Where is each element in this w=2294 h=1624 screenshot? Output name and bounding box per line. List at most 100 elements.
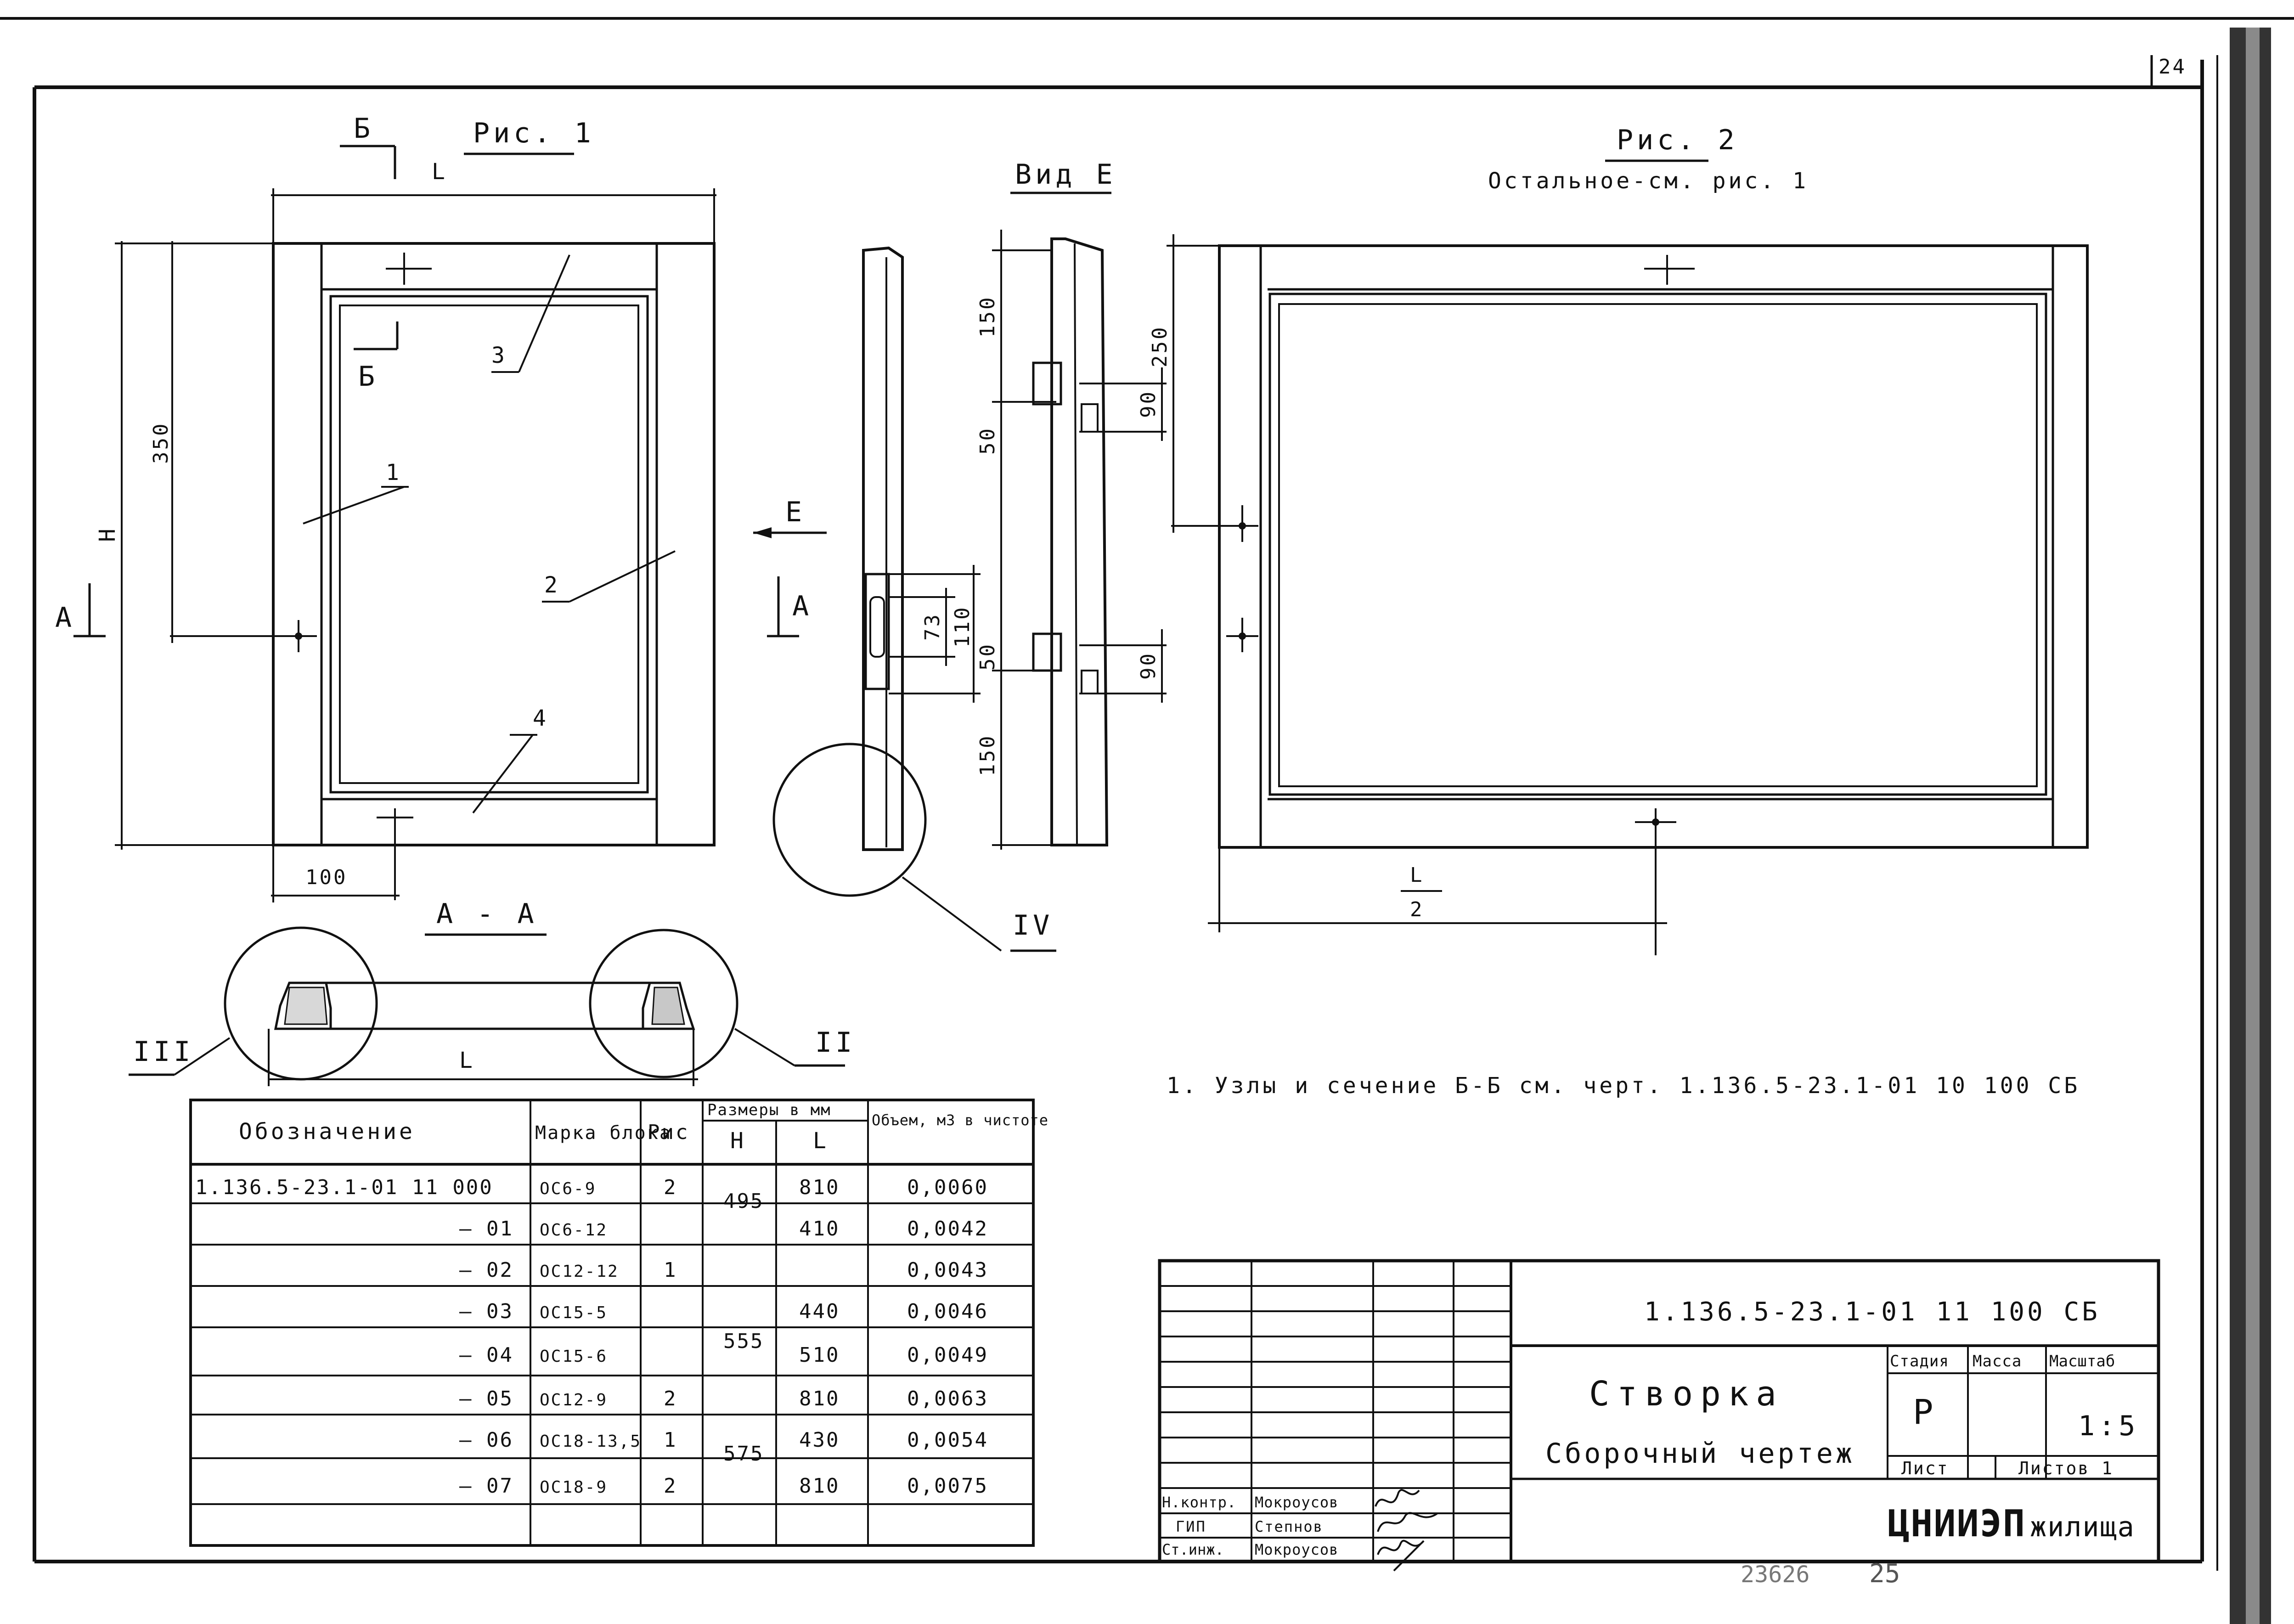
spec-header-sizes: Размеры в мм — [707, 1101, 831, 1119]
signer-name-2: Мокроусов — [1255, 1541, 1338, 1558]
spec-cell-mark-0: ОС6-9 — [540, 1179, 596, 1198]
spec-cell-h-4: 555 — [723, 1330, 764, 1353]
title-org: ЦНИИЭП — [1888, 1502, 2026, 1545]
title-scale-value: 1:5 — [2078, 1410, 2139, 1442]
spec-cell-volume-1: 0,0042 — [907, 1217, 988, 1241]
title-scale-label: Масштаб — [2049, 1352, 2115, 1370]
spec-table: Обозначение Марка блока Рис Размеры в мм… — [189, 1099, 1048, 1547]
title-stage-label: Стадия — [1890, 1352, 1949, 1370]
title-stage-value: Р — [1913, 1393, 1936, 1432]
fig1-dim-l-top: L — [432, 159, 448, 185]
fig2-title: Рис. 2 — [1617, 124, 1738, 156]
view-e-title: Вид Е — [1015, 158, 1116, 191]
view-e-dim-90-top: 90 — [1137, 390, 1160, 418]
spec-cell-fig-7: 2 — [664, 1474, 677, 1498]
view-e-dim-50-bottom: 50 — [976, 643, 999, 671]
fig1-callout-1: 1 — [386, 460, 402, 485]
fig2-dim-250: 250 — [1148, 326, 1172, 367]
section-aa-dim-l: L — [459, 1048, 475, 1073]
signer-role-1: ГИП — [1176, 1518, 1206, 1535]
spec-header-fig: Рис — [648, 1121, 689, 1144]
bottom-number-left: 23626 — [1741, 1561, 1810, 1588]
title-name-line2: Сборочный чертеж — [1545, 1438, 1855, 1470]
title-doc-code: 1.136.5-23.1-01 11 100 СБ — [1644, 1297, 2100, 1327]
view-e-dim-90-bottom: 90 — [1137, 652, 1160, 680]
spec-cell-volume-0: 0,0060 — [907, 1176, 988, 1199]
signature-2 — [1377, 1539, 1425, 1572]
view-e-node-iv: IV — [1013, 909, 1053, 942]
signature-1 — [1377, 1512, 1438, 1532]
spec-cell-h-0: 495 — [723, 1190, 764, 1213]
spec-cell-volume-7: 0,0075 — [907, 1474, 988, 1498]
spec-cell-designation-0: 1.136.5-23.1-01 11 000 — [195, 1176, 493, 1199]
spec-cell-fig-0: 2 — [664, 1176, 677, 1199]
view-e-dim-150-top: 150 — [976, 296, 999, 338]
section-aa-node-ii: II — [815, 1026, 856, 1059]
spec-header-volume: Объем, м3 в чистоте — [872, 1111, 1048, 1129]
spec-cell-volume-3: 0,0046 — [907, 1300, 988, 1323]
spec-header-h: H — [730, 1128, 746, 1154]
view-e-dim-73: 73 — [921, 613, 944, 641]
section-a-a: А - А L III II — [129, 898, 856, 1086]
spec-cell-fig-5: 2 — [664, 1387, 677, 1410]
spec-cell-designation-1: — 01 — [459, 1217, 513, 1241]
fig1-callout-2: 2 — [544, 572, 560, 598]
sheet-frame — [0, 17, 2294, 1624]
spec-cell-mark-6: ОС18-13,5 — [540, 1432, 642, 1451]
figure-1: Рис. 1 Б L Б H 350 — [55, 113, 716, 902]
spec-cell-h-6: 575 — [723, 1442, 764, 1466]
title-org-suffix: жилища — [2030, 1511, 2135, 1543]
view-e-dim-50-top: 50 — [976, 427, 999, 455]
fig1-section-b-inner: Б — [358, 361, 378, 393]
spec-cell-mark-7: ОС18-9 — [540, 1478, 608, 1497]
spec-cell-volume-4: 0,0049 — [907, 1343, 988, 1367]
spec-cell-volume-5: 0,0063 — [907, 1387, 988, 1410]
section-aa-title: А - А — [436, 898, 538, 930]
view-e-arrow-label: Е — [785, 496, 806, 528]
spec-rows: 1.136.5-23.1-01 11 000 ОС6-9 2 495 810 0,0060… — [195, 1176, 988, 1498]
spec-cell-l-6: 430 — [799, 1428, 840, 1452]
spec-cell-fig-2: 1 — [664, 1258, 677, 1282]
fig2-subtitle: Остальное-см. рис. 1 — [1488, 168, 1809, 194]
general-note: 1. Узлы и сечение Б-Б см. черт. 1.136.5-… — [1167, 1073, 2080, 1099]
signer-name-0: Мокроусов — [1255, 1494, 1338, 1511]
view-e-section-a: А — [792, 590, 812, 622]
binding-strip-edge — [2246, 28, 2260, 1624]
fig1-callout-4: 4 — [533, 705, 549, 731]
spec-cell-designation-7: — 07 — [459, 1474, 513, 1498]
figure-2: Рис. 2 Остальное-см. рис. 1 250 L 2 — [1148, 124, 2089, 955]
fig1-section-b-top: Б — [354, 113, 374, 145]
section-aa-node-iii: III — [133, 1036, 194, 1068]
fig1-callout-3: 3 — [491, 343, 507, 368]
spec-header-designation: Обозначение — [239, 1119, 415, 1145]
signature-0 — [1375, 1489, 1420, 1507]
signer-role-2: Ст.инж. — [1162, 1541, 1224, 1558]
title-mass-label: Масса — [1973, 1352, 2022, 1370]
title-sheets-label: Листов 1 — [2018, 1458, 2114, 1478]
signer-role-0: Н.контр. — [1162, 1494, 1236, 1511]
fig1-section-a: А — [55, 602, 75, 634]
fig2-dim-l2-denominator: 2 — [1410, 898, 1424, 921]
spec-cell-designation-2: — 02 — [459, 1258, 513, 1282]
fig1-title: Рис. 1 — [473, 117, 595, 149]
spec-header-l: L — [813, 1128, 829, 1154]
spec-cell-l-0: 810 — [799, 1176, 840, 1199]
page-number: 24 — [2159, 55, 2187, 79]
title-block-left-rows — [1160, 1285, 1511, 1539]
spec-cell-l-7: 810 — [799, 1474, 840, 1498]
spec-cell-mark-5: ОС12-9 — [540, 1391, 608, 1410]
spec-cell-designation-6: — 06 — [459, 1428, 513, 1452]
spec-cell-mark-1: ОС6-12 — [540, 1221, 608, 1240]
spec-cell-fig-6: 1 — [664, 1428, 677, 1452]
fig1-dim-100: 100 — [305, 866, 347, 889]
view-e-dim-110: 110 — [951, 606, 974, 648]
spec-cell-volume-2: 0,0043 — [907, 1258, 988, 1282]
spec-cell-designation-3: — 03 — [459, 1300, 513, 1323]
bottom-number-right: 25 — [1869, 1559, 1900, 1589]
spec-cell-l-1: 410 — [799, 1217, 840, 1241]
title-name-line1: Створка — [1589, 1374, 1784, 1414]
spec-cell-l-4: 510 — [799, 1343, 840, 1367]
spec-cell-designation-5: — 05 — [459, 1387, 513, 1410]
spec-cell-volume-6: 0,0054 — [907, 1428, 988, 1452]
